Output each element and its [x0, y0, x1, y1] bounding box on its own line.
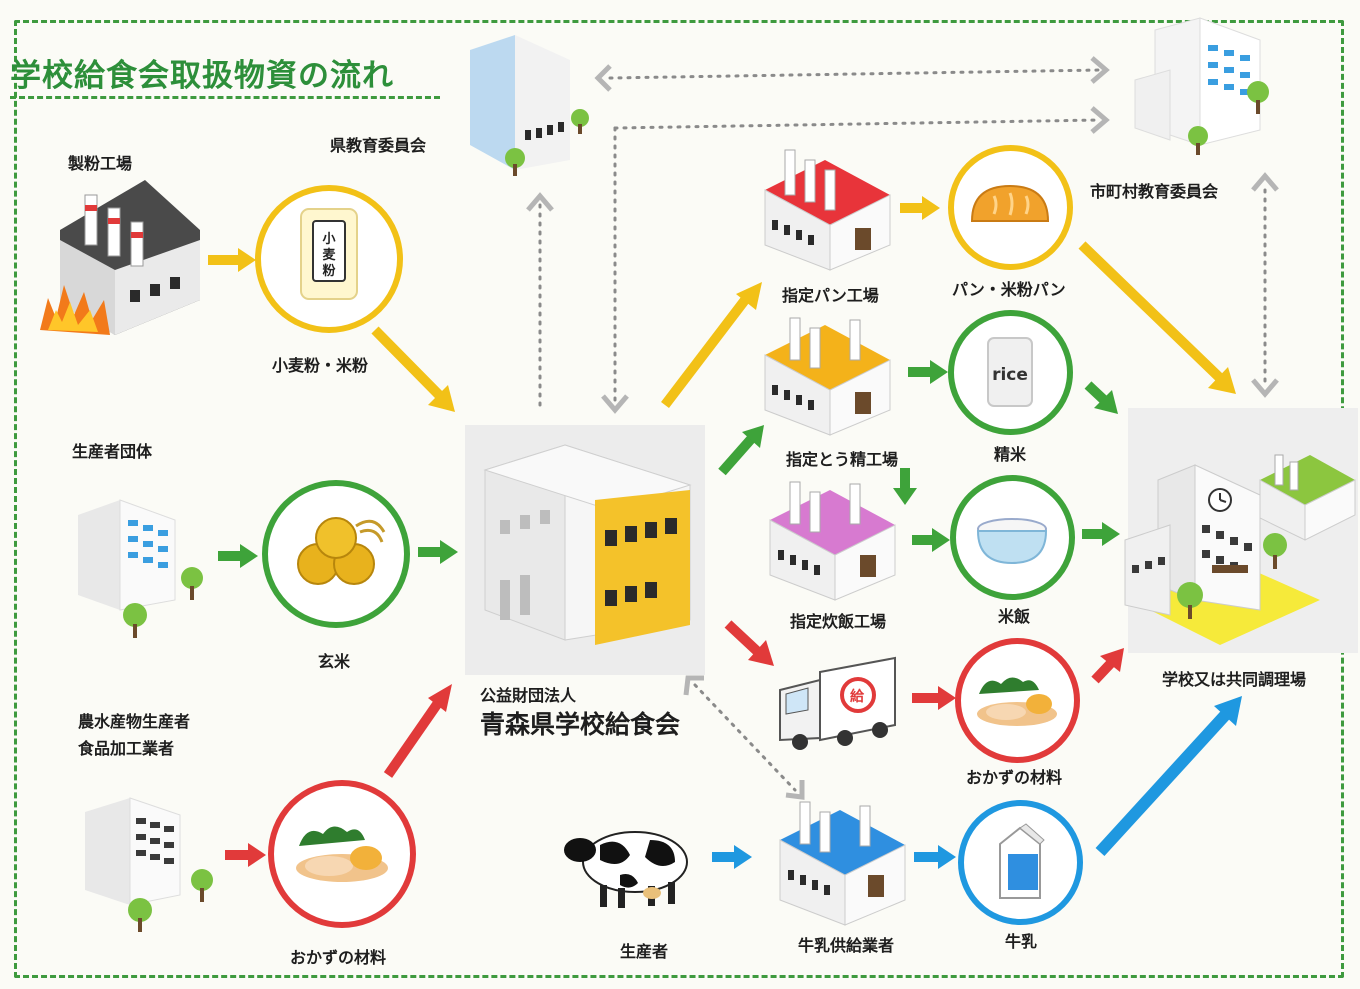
label-milk: 牛乳: [1005, 932, 1038, 951]
arrow-polish-to-polished: [908, 360, 948, 384]
dotted-link-foundation-milk: [683, 675, 805, 800]
label-producer-group: 生産者団体: [72, 442, 153, 461]
rice-bales-icon: [297, 517, 386, 585]
arrow-group-to-rice: [218, 544, 258, 568]
label-foundation-line2: 青森県学校給食会: [480, 710, 681, 739]
side-dish-in-circle: [268, 780, 416, 928]
arrow-milk-to-school: [1095, 696, 1242, 857]
label-brown-rice: 玄米: [318, 652, 351, 671]
city-board-building-icon: [1134, 17, 1269, 155]
arrow-cooked-to-school: [1082, 522, 1120, 546]
milk-supplier-factory-icon: [779, 801, 906, 926]
milk-circle: [958, 800, 1083, 925]
arrow-flour-to-foundation: [371, 326, 455, 412]
bread-icon: [970, 184, 1050, 222]
label-flour-mill: 製粉工場: [68, 154, 133, 173]
flour-bag-text-2: 麦: [322, 247, 336, 263]
side-dish-food-icon-2: [977, 677, 1057, 726]
flour-bag-text-1: 小: [322, 232, 335, 247]
dotted-link-cityboard-school: [1251, 172, 1279, 398]
label-polished-rice: 精米: [994, 445, 1027, 464]
farmers-building-icon: [85, 797, 213, 932]
arrow-polish-to-ricefactory: [893, 468, 917, 505]
label-cooked-rice: 米飯: [998, 607, 1031, 626]
label-rice-factory: 指定炊飯工場: [790, 612, 887, 631]
side-dish-food-icon: [296, 826, 388, 882]
rice-bag-icon: rice: [987, 337, 1033, 407]
arrow-polished-to-school: [1084, 381, 1118, 414]
flour-circle: 小 麦 粉: [255, 185, 403, 333]
arrow-side-to-foundation: [383, 684, 452, 778]
label-milk-supplier: 牛乳供給業者: [798, 936, 895, 955]
rice-bag-text: rice: [992, 365, 1028, 385]
milk-carton-icon: [999, 823, 1045, 899]
polished-rice-circle: rice: [948, 310, 1073, 435]
dotted-link-prefboard-cityboard-top: [594, 56, 1110, 92]
diagram-title: 学校給食会取扱物資の流れ: [10, 58, 394, 94]
cooked-rice-circle: [950, 475, 1075, 600]
label-food-processors: 食品加工業者: [78, 739, 175, 758]
truck-logo-text: 給: [850, 689, 864, 705]
label-producer: 生産者: [620, 942, 669, 961]
arrow-mill-to-flour: [208, 248, 256, 272]
producer-group-building-icon: [78, 499, 203, 638]
flour-bag-icon: 小 麦 粉: [300, 208, 358, 300]
dotted-link-prefboard-foundation: [526, 192, 554, 407]
label-farmers: 農水産物生産者: [78, 712, 191, 731]
label-bread-factory: 指定パン工場: [782, 286, 879, 305]
label-side-dish-in: おかずの材料: [290, 948, 387, 967]
brown-rice-circle: [262, 480, 410, 628]
rice-bowl-icon: [976, 518, 1048, 565]
label-polish-factory: 指定とう精工場: [786, 450, 899, 469]
side-dish-out-circle: [955, 638, 1080, 763]
flour-bag-text-3: 粉: [322, 263, 335, 279]
arrow-rice-to-foundation: [418, 540, 458, 564]
label-side-dish-out: おかずの材料: [966, 768, 1063, 787]
arrow-foundation-to-polish: [718, 425, 764, 476]
title-underline: [10, 96, 440, 99]
foundation-building-icon: [465, 425, 705, 675]
arrow-cow-to-milk-supplier: [712, 845, 752, 869]
delivery-truck-icon: [779, 656, 896, 750]
cow-icon: [564, 831, 688, 908]
bread-factory-icon: [764, 149, 891, 271]
pref-board-building-icon: [470, 35, 589, 176]
school-building-icon: [1124, 408, 1358, 653]
dotted-link-foundation-cityboard: [601, 106, 1110, 414]
label-flour: 小麦粉・米粉: [272, 356, 369, 375]
label-bread: パン・米粉パン: [952, 280, 1066, 299]
label-pref-board: 県教育委員会: [330, 136, 427, 155]
rice-factory-icon: [769, 481, 896, 601]
arrow-side-to-school: [1091, 648, 1124, 684]
arrow-farmers-to-side: [225, 843, 266, 867]
arrow-milk-supplier-to-milk: [914, 845, 956, 869]
arrow-foundation-to-truck: [724, 620, 774, 666]
arrow-truck-to-side: [912, 686, 956, 710]
arrow-bread-factory-to-bread: [900, 196, 940, 220]
polish-factory-icon: [764, 317, 891, 436]
flour-mill-factory-icon: [40, 180, 200, 335]
arrow-foundation-to-bread-factory: [661, 282, 762, 409]
label-school: 学校又は共同調理場: [1162, 670, 1307, 689]
label-foundation-line1: 公益財団法人: [480, 686, 577, 705]
bread-circle: [948, 145, 1073, 270]
arrow-bread-to-school: [1078, 241, 1236, 394]
label-city-board: 市町村教育委員会: [1090, 182, 1219, 201]
arrow-ricefactory-to-cooked: [912, 528, 950, 552]
chimney-icon: [84, 194, 98, 246]
